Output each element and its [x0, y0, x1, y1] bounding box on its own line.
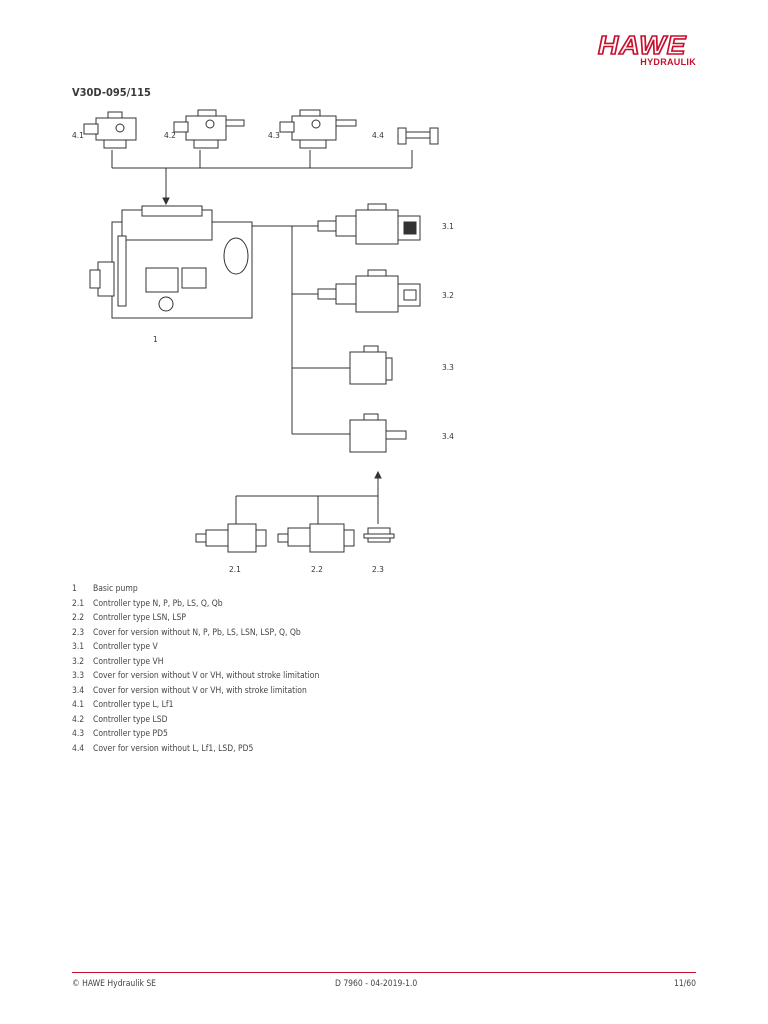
legend-text: Controller type PD5 [93, 729, 168, 739]
page-title: V30D-095/115 [72, 86, 151, 99]
controller-4-3-drawing [279, 109, 357, 149]
legend-number: 2.2 [72, 613, 85, 623]
legend-item: 4.2 Controller type LSD [72, 715, 319, 730]
footer-divider [72, 972, 696, 973]
legend-number: 3.3 [72, 671, 85, 681]
legend-item: 3.4 Cover for version without V or VH, wi… [72, 686, 319, 701]
legend-number: 1 [72, 584, 77, 594]
legend-item: 4.1 Controller type L, Lf1 [72, 700, 319, 715]
basic-pump-drawing [89, 205, 253, 319]
legend-text: Basic pump [93, 584, 138, 594]
legend-number: 4.2 [72, 714, 85, 725]
controller-4-1-drawing [83, 111, 137, 149]
label-3-3: 3.3 [442, 363, 454, 372]
legend-text: Cover for version without V or VH, witho… [93, 671, 320, 681]
controller-3-2-drawing [317, 269, 421, 313]
legend-text: Cover for version without L, Lf1, LSD, P… [93, 743, 254, 754]
legend-number: 3.1 [72, 642, 85, 652]
legend-item: 4.3 Controller type PD5 [72, 729, 319, 744]
controller-3-1-drawing [317, 203, 421, 245]
controller-2-1-drawing [195, 523, 267, 553]
legend-text: Controller type N, P, Pb, LS, Q, Qb [93, 598, 223, 609]
controller-4-2-drawing [173, 109, 245, 149]
label-4-4: 4.4 [372, 131, 384, 140]
label-2-2: 2.2 [311, 565, 323, 574]
legend-item: 2.1 Controller type N, P, Pb, LS, Q, Qb [72, 599, 319, 614]
cover-2-3-drawing [363, 527, 395, 543]
legend-number: 3.2 [72, 656, 85, 667]
footer-document-id: D 7960 - 04-2019-1.0 [335, 979, 418, 989]
label-4-2: 4.2 [164, 131, 176, 140]
legend-text: Controller type LSN, LSP [93, 613, 186, 623]
legend-text: Controller type V [93, 642, 158, 652]
legend-number: 4.1 [72, 700, 85, 710]
footer-page-number: 11/60 [673, 979, 696, 989]
label-1: 1 [153, 335, 158, 344]
legend-item: 2.3 Cover for version without N, P, Pb, L… [72, 628, 319, 643]
legend-text: Cover for version without V or VH, with … [93, 685, 307, 696]
legend-item: 2.2 Controller type LSN, LSP [72, 613, 319, 628]
legend-item: 3.1 Controller type V [72, 642, 319, 657]
label-2-1: 2.1 [229, 565, 241, 574]
legend-text: Controller type L, Lf1 [93, 700, 174, 710]
label-4-3: 4.3 [268, 131, 280, 140]
logo-subtitle: HYDRAULIK [640, 57, 696, 67]
legend-text: Cover for version without N, P, Pb, LS, … [93, 627, 301, 638]
legend-item: 4.4 Cover for version without L, Lf1, LSD… [72, 744, 319, 759]
legend-number: 4.4 [72, 743, 85, 754]
controller-2-2-drawing [277, 523, 355, 553]
logo-wordmark: HAWE [597, 30, 687, 60]
label-4-1: 4.1 [72, 131, 84, 140]
label-3-4: 3.4 [442, 432, 454, 441]
legend-number: 2.3 [72, 627, 85, 638]
label-3-1: 3.1 [442, 222, 454, 231]
cover-3-4-drawing [349, 413, 407, 453]
cover-4-4-drawing [397, 127, 439, 145]
legend: 1 Basic pump 2.1 Controller type N, P, Pb,… [72, 584, 319, 758]
label-2-3: 2.3 [372, 565, 384, 574]
legend-text: Controller type VH [93, 656, 164, 667]
legend-item: 3.3 Cover for version without V or VH, wi… [72, 671, 319, 686]
footer-copyright: © HAWE Hydraulik SE [72, 979, 157, 989]
assembly-diagram: 4.1 4.2 4.3 4.4 1 3.1 3.2 3.3 3.4 2.1 2.… [72, 109, 454, 574]
hawe-logo: HAWE HYDRAULIK [597, 30, 698, 72]
legend-number: 2.1 [72, 598, 85, 609]
legend-item: 1 Basic pump [72, 584, 319, 599]
legend-number: 4.3 [72, 729, 85, 739]
cover-3-3-drawing [349, 345, 393, 385]
legend-item: 3.2 Controller type VH [72, 657, 319, 672]
legend-number: 3.4 [72, 685, 85, 696]
legend-text: Controller type LSD [93, 714, 168, 725]
label-3-2: 3.2 [442, 291, 454, 300]
